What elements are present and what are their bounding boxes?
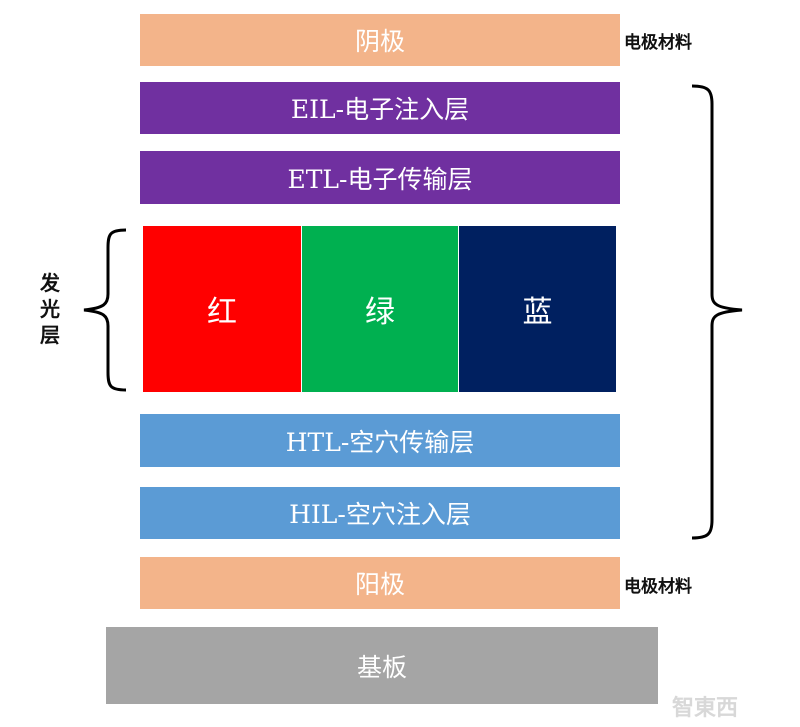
blue-label: 蓝 bbox=[522, 295, 553, 330]
cathode-layer: 阴极 bbox=[140, 14, 620, 66]
htl-label: HTL-空穴传输层 bbox=[285, 427, 475, 457]
red-label: 红 bbox=[207, 295, 237, 330]
green-emitter: 绿 bbox=[302, 226, 458, 392]
electrode-material-label-bottom: 电极材料 bbox=[624, 577, 692, 597]
organic-layers-brace bbox=[691, 84, 743, 540]
red-emitter: 红 bbox=[143, 226, 301, 392]
hil-layer: HIL-空穴注入层 bbox=[140, 487, 620, 539]
electrode-material-label-top: 电极材料 bbox=[624, 33, 692, 53]
eil-layer: EIL-电子注入层 bbox=[140, 82, 620, 134]
substrate-label: 基板 bbox=[356, 652, 407, 682]
htl-layer: HTL-空穴传输层 bbox=[140, 414, 620, 467]
emissive-layer-brace bbox=[83, 228, 127, 392]
hil-label: HIL-空穴注入层 bbox=[289, 500, 471, 529]
eil-label: EIL-电子注入层 bbox=[290, 95, 470, 124]
blue-emitter: 蓝 bbox=[459, 226, 616, 392]
emissive-layer-label: 发光层 bbox=[40, 271, 60, 347]
anode-layer: 阳极 bbox=[140, 557, 620, 609]
cathode-label: 阴极 bbox=[354, 27, 405, 56]
watermark-logo: 智東西 bbox=[672, 696, 739, 721]
anode-label: 阳极 bbox=[354, 570, 405, 599]
green-label: 绿 bbox=[365, 295, 395, 330]
substrate-layer: 基板 bbox=[106, 627, 658, 704]
etl-label: ETL-电子传输层 bbox=[287, 164, 473, 194]
etl-layer: ETL-电子传输层 bbox=[140, 151, 620, 204]
